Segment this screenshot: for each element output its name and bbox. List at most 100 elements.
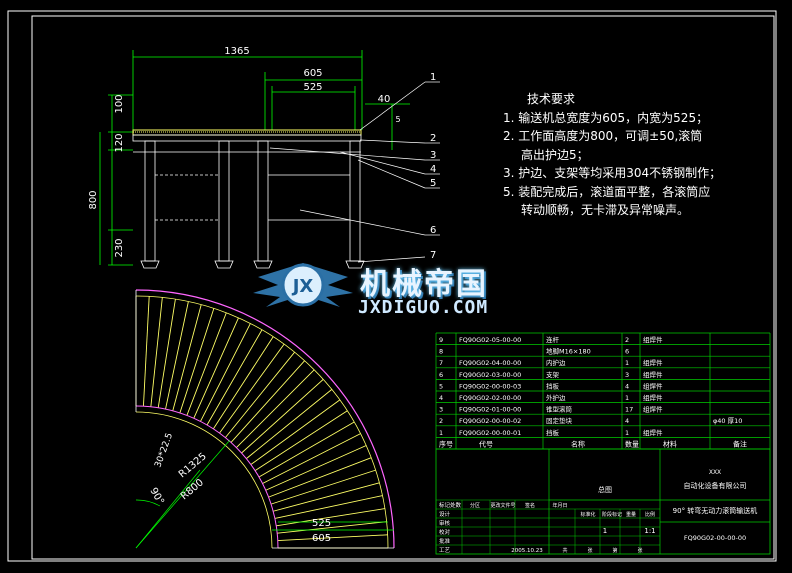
note-line: 3. 护边、支架等均采用304不锈钢制作； [503, 166, 722, 180]
callout-6: 6 [430, 225, 436, 236]
plan-roller [200, 323, 251, 422]
titleblock-label: 更改文件号 [490, 502, 515, 509]
bom-cell: 1 [625, 394, 629, 402]
titleblock-text: 90° 转弯无动力滚筒输送机 [673, 506, 758, 515]
watermark-name: 机械帝国 [360, 267, 488, 302]
bom-header: 序号 [439, 439, 453, 448]
plan-dim-angle: 90° [147, 486, 165, 507]
bom-header: 材料 [663, 439, 677, 448]
bom-cell: 2 [439, 417, 443, 425]
plan-roller [262, 433, 361, 484]
plan-roller [277, 534, 388, 542]
plan-roller [225, 351, 295, 438]
bom-cell: 挡板 [546, 428, 560, 437]
titleblock-text: 1 [603, 527, 607, 535]
watermark-site: JXDIGUO.COM [358, 297, 489, 318]
bom-cell: 支架 [546, 370, 560, 379]
plan-roller [219, 343, 285, 434]
notes-title: 技术要求 [527, 92, 576, 106]
note-line: 5. 装配完成后，滚道面平整，各滚筒应 [503, 184, 711, 199]
titleblock-text: 自动化设备有限公司 [684, 481, 747, 490]
titleblock-frame [435, 448, 771, 555]
titleblock-label: 第 [612, 547, 617, 554]
bom-cell: 4 [439, 394, 443, 402]
titleblock-label: 比例 [645, 511, 655, 518]
titleblock-label: 年月日 [552, 502, 567, 509]
plan-dim-r1: R1325 [177, 451, 209, 480]
callout-5: 5 [430, 178, 436, 189]
plan-roller [150, 297, 163, 407]
bom-cell: 锥型滚筒 [546, 405, 573, 414]
plan-roller [212, 336, 274, 430]
callout-2: 2 [430, 133, 436, 144]
bom-cell: FQ90G02-02-00-00 [459, 394, 521, 402]
bom-cell: φ40 厚10 [713, 417, 742, 425]
plan-roller [172, 304, 202, 411]
plan-roller [165, 301, 189, 410]
bom-cell: FQ90G02-01-00-00 [459, 406, 521, 414]
side-guard-front [132, 134, 362, 142]
titleblock-label: 工艺 [439, 547, 451, 554]
bom-cell: FQ90G02-04-00-00 [459, 359, 521, 367]
bom-cell: 5 [439, 382, 443, 390]
drawing-border-outer [7, 10, 777, 562]
front-view[interactable]: 1365 605 525 40 5 100 120 800 230 [88, 46, 440, 269]
titleblock-label: 设计 [439, 510, 451, 518]
plan-dim-inner: 525 [312, 518, 331, 529]
plan-dimensions [135, 439, 394, 549]
note-line: 2. 工作面高度为800，可调±50,滚筒 [503, 129, 703, 143]
plan-roller [193, 317, 239, 419]
front-dimensions [99, 50, 410, 266]
bom-header: 备注 [733, 439, 747, 448]
callout-4: 4 [430, 164, 436, 175]
dim-side-b: 120 [114, 133, 125, 152]
plan-roller [246, 389, 333, 459]
bom-cell: 组焊件 [643, 358, 663, 367]
bom-cell: FQ90G02-00-00-02 [459, 417, 521, 425]
bom-cell: 1 [625, 359, 629, 367]
bom-cell: FQ90G02-05-00-00 [459, 336, 521, 344]
plan-roller [273, 482, 380, 512]
bom-cell: 1 [439, 429, 443, 437]
plan-roller [270, 469, 376, 505]
bom-cell: 组焊件 [643, 335, 663, 344]
plan-roller [250, 399, 341, 465]
plan-roller [179, 308, 215, 414]
dim-guard: 5 [395, 115, 400, 124]
titleblock-label: 张 [637, 547, 642, 554]
bom-header: 代号 [479, 439, 493, 448]
callout-3: 3 [430, 150, 436, 161]
titleblock-text: 总图 [598, 485, 612, 494]
bom-cell: 1 [625, 429, 629, 437]
watermark-logo-icon: JX [253, 263, 353, 307]
plan-roller [206, 329, 263, 426]
plan-roller [265, 445, 367, 491]
titleblock-text: 1:1 [644, 527, 655, 535]
plan-view[interactable]: 525 605 R1325 R800 90° 30*22.5 [135, 289, 395, 549]
outer-rail-arc [135, 295, 389, 549]
bom-cell: 3 [625, 371, 629, 379]
titleblock-text: 2005.10.23 [511, 548, 543, 554]
bom-cell: 外护边 [546, 393, 566, 402]
titleblock-label: 分区 [470, 502, 480, 509]
bom-cell: 组焊件 [643, 370, 663, 379]
drawing-border-inner [31, 15, 775, 560]
bom-cell: 地脚M16×180 [546, 347, 591, 356]
plan-roller [268, 457, 372, 498]
note-line: 高出护边5； [521, 147, 589, 162]
dim-overall: 1365 [224, 46, 249, 57]
plan-roller [236, 369, 315, 448]
plan-roller [142, 296, 150, 407]
plan-rollers [135, 296, 388, 549]
titleblock-label: 标准化 [580, 511, 595, 518]
bom-cell: 2 [625, 336, 629, 344]
plan-dim-r2: R800 [179, 477, 206, 502]
bom-header: 数量 [625, 439, 639, 448]
callout-7: 7 [430, 250, 436, 261]
titleblock-label: 校对 [439, 528, 451, 536]
plan-roller [276, 508, 385, 527]
plan-roller [157, 299, 176, 408]
